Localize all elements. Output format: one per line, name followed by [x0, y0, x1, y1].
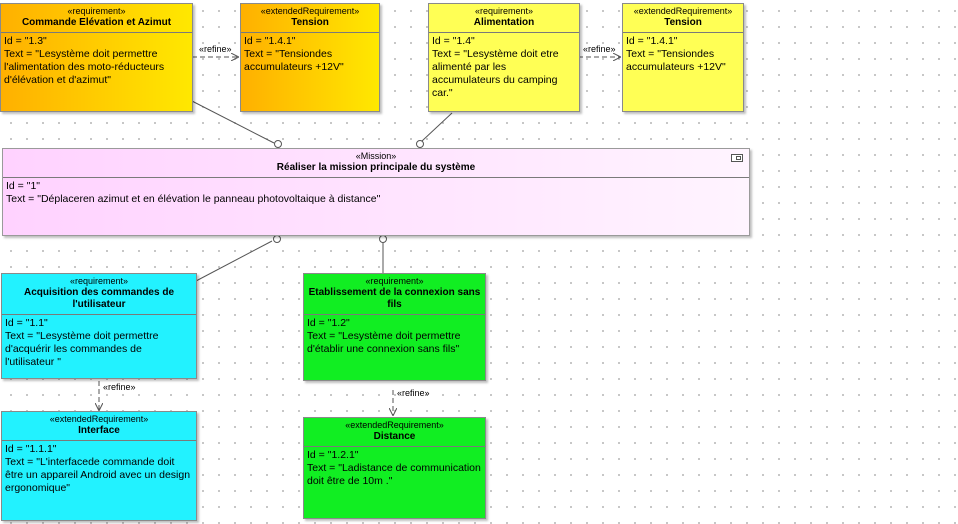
requirement-body: Id = "1.4.1" Text = "Tensiondes accumula…: [623, 33, 743, 76]
requirement-header: «extendedRequirement» Distance: [304, 418, 485, 447]
mission-header: «Mission» Réaliser la mission principale…: [3, 149, 749, 178]
requirement-body: Id = "1.3" Text = "Lesystème doit permet…: [1, 33, 192, 89]
requirement-name: Acquisition des commandes de l'utilisate…: [23, 287, 175, 310]
extended-requirement-1-2-1[interactable]: «extendedRequirement» Distance Id = "1.2…: [303, 417, 486, 519]
stereotype-label: «extendedRequirement»: [260, 6, 360, 16]
mission-text: Text = "Déplaceren azimut et en élévatio…: [6, 193, 381, 205]
requirement-header: «requirement» Acquisition des commandes …: [2, 274, 196, 315]
requirement-body: Id = "1.1" Text = "Lesystème doit permet…: [2, 315, 196, 371]
requirement-id: Id = "1.4": [432, 35, 475, 47]
requirement-header: «requirement» Alimentation: [429, 4, 579, 33]
requirement-text: Text = "Ladistance de communication doit…: [307, 462, 481, 487]
requirement-body: Id = "1.4.1" Text = "Tensiondes accumula…: [241, 33, 379, 76]
extended-requirement-1-4-1-b[interactable]: «extendedRequirement» Tension Id = "1.4.…: [622, 3, 744, 112]
stereotype-label: «requirement»: [69, 276, 129, 286]
requirement-1-1[interactable]: «requirement» Acquisition des commandes …: [1, 273, 197, 379]
refine-label-1-2: «refine»: [397, 388, 430, 398]
mission-name: Réaliser la mission principale du systèm…: [276, 162, 476, 173]
stereotype-label: «requirement»: [474, 6, 534, 16]
requirement-text: Text = "Tensiondes accumulateurs +12V": [626, 48, 726, 73]
containment-anchor-1-2: [379, 235, 387, 243]
requirement-1-2[interactable]: «requirement» Etablissement de la connex…: [303, 273, 486, 381]
requirement-header: «requirement» Commande Elévation et Azim…: [1, 4, 192, 33]
requirement-id: Id = "1.2": [307, 317, 350, 329]
refine-label-1-4: «refine»: [583, 44, 616, 54]
mission-block-icon: [731, 154, 743, 162]
requirement-name: Tension: [664, 17, 702, 28]
requirement-id: Id = "1.4.1": [244, 35, 296, 47]
requirement-text: Text = "Tensiondes accumulateurs +12V": [244, 48, 344, 73]
requirement-text: Text = "Lesystème doit permettre l'alime…: [4, 48, 165, 86]
requirement-header: «extendedRequirement» Tension: [623, 4, 743, 33]
requirement-id: Id = "1.2.1": [307, 449, 359, 461]
requirement-name: Etablissement de la connexion sans fils: [308, 287, 481, 310]
containment-line-1-4[interactable]: [421, 112, 453, 142]
requirement-text: Text = "Lesystème doit permettre d'acqué…: [5, 330, 159, 368]
requirement-name: Commande Elévation et Azimut: [21, 17, 172, 28]
requirement-id: Id = "1.4.1": [626, 35, 678, 47]
containment-anchor-1-4: [416, 140, 424, 148]
requirement-header: «extendedRequirement» Interface: [2, 412, 196, 441]
requirement-text: Text = "Lesystème doit etre alimenté par…: [432, 48, 559, 99]
requirement-id: Id = "1.1.1": [5, 443, 57, 455]
requirement-body: Id = "1.1.1" Text = "L'interfacede comma…: [2, 441, 196, 497]
requirement-name: Distance: [373, 431, 416, 442]
requirement-id: Id = "1.3": [4, 35, 47, 47]
requirement-1-3[interactable]: «requirement» Commande Elévation et Azim…: [0, 3, 193, 112]
refine-label-1-1: «refine»: [103, 382, 136, 392]
containment-anchor-1-1: [273, 235, 281, 243]
stereotype-label: «Mission»: [355, 151, 397, 161]
stereotype-label: «requirement»: [67, 6, 126, 16]
requirement-body: Id = "1.2.1" Text = "Ladistance de commu…: [304, 447, 485, 490]
requirement-text: Text = "Lesystème doit permettre d'établ…: [307, 330, 461, 355]
refine-label-1-3: «refine»: [199, 44, 232, 54]
stereotype-label: «extendedRequirement»: [49, 414, 149, 424]
containment-anchor-1-3: [274, 140, 282, 148]
extended-requirement-1-4-1-a[interactable]: «extendedRequirement» Tension Id = "1.4.…: [240, 3, 380, 112]
mission-block[interactable]: «Mission» Réaliser la mission principale…: [2, 148, 750, 236]
requirement-id: Id = "1.1": [5, 317, 48, 329]
requirement-name: Tension: [291, 17, 329, 28]
requirement-header: «requirement» Etablissement de la connex…: [304, 274, 485, 315]
mission-body: Id = "1" Text = "Déplaceren azimut et en…: [3, 178, 749, 208]
requirement-1-4[interactable]: «requirement» Alimentation Id = "1.4" Te…: [428, 3, 580, 112]
mission-id: Id = "1": [6, 180, 41, 192]
stereotype-label: «extendedRequirement»: [633, 6, 733, 16]
containment-line-1-1[interactable]: [195, 240, 273, 282]
containment-line-1-3[interactable]: [189, 99, 275, 144]
requirement-header: «extendedRequirement» Tension: [241, 4, 379, 33]
requirement-body: Id = "1.4" Text = "Lesystème doit etre a…: [429, 33, 579, 102]
extended-requirement-1-1-1[interactable]: «extendedRequirement» Interface Id = "1.…: [1, 411, 197, 521]
requirement-body: Id = "1.2" Text = "Lesystème doit permet…: [304, 315, 485, 358]
requirement-text: Text = "L'interfacede commande doit être…: [5, 456, 191, 494]
stereotype-label: «extendedRequirement»: [345, 420, 444, 430]
stereotype-label: «requirement»: [365, 276, 424, 286]
requirement-name: Alimentation: [473, 17, 535, 28]
requirement-name: Interface: [78, 425, 120, 436]
